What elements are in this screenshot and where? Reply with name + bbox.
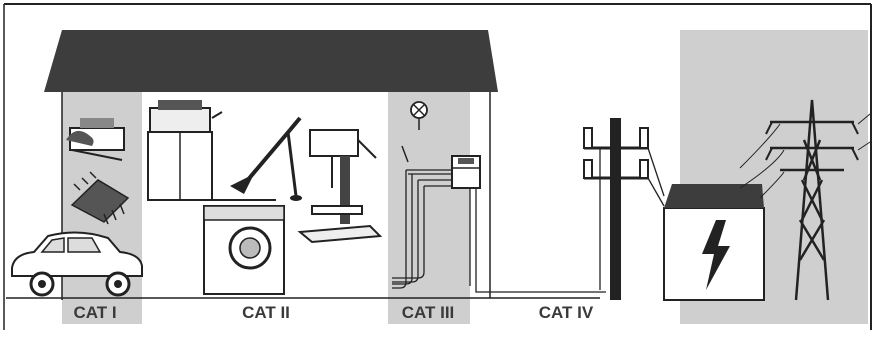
drill-press-icon	[300, 130, 380, 242]
zone-cat3-shade	[388, 92, 470, 324]
house-roof	[44, 30, 498, 92]
cat3-wiring	[392, 170, 606, 292]
meter-icon	[452, 156, 480, 188]
desk-lamp-icon	[230, 118, 302, 201]
cat4-label: CAT IV	[539, 303, 594, 322]
cat2-label: CAT II	[242, 303, 290, 322]
cat1-label: CAT I	[73, 303, 116, 322]
washing-machine-icon	[204, 200, 284, 294]
cat3-label: CAT III	[402, 303, 455, 322]
utility-pole-icon	[584, 118, 664, 300]
copier-icon	[148, 100, 222, 200]
